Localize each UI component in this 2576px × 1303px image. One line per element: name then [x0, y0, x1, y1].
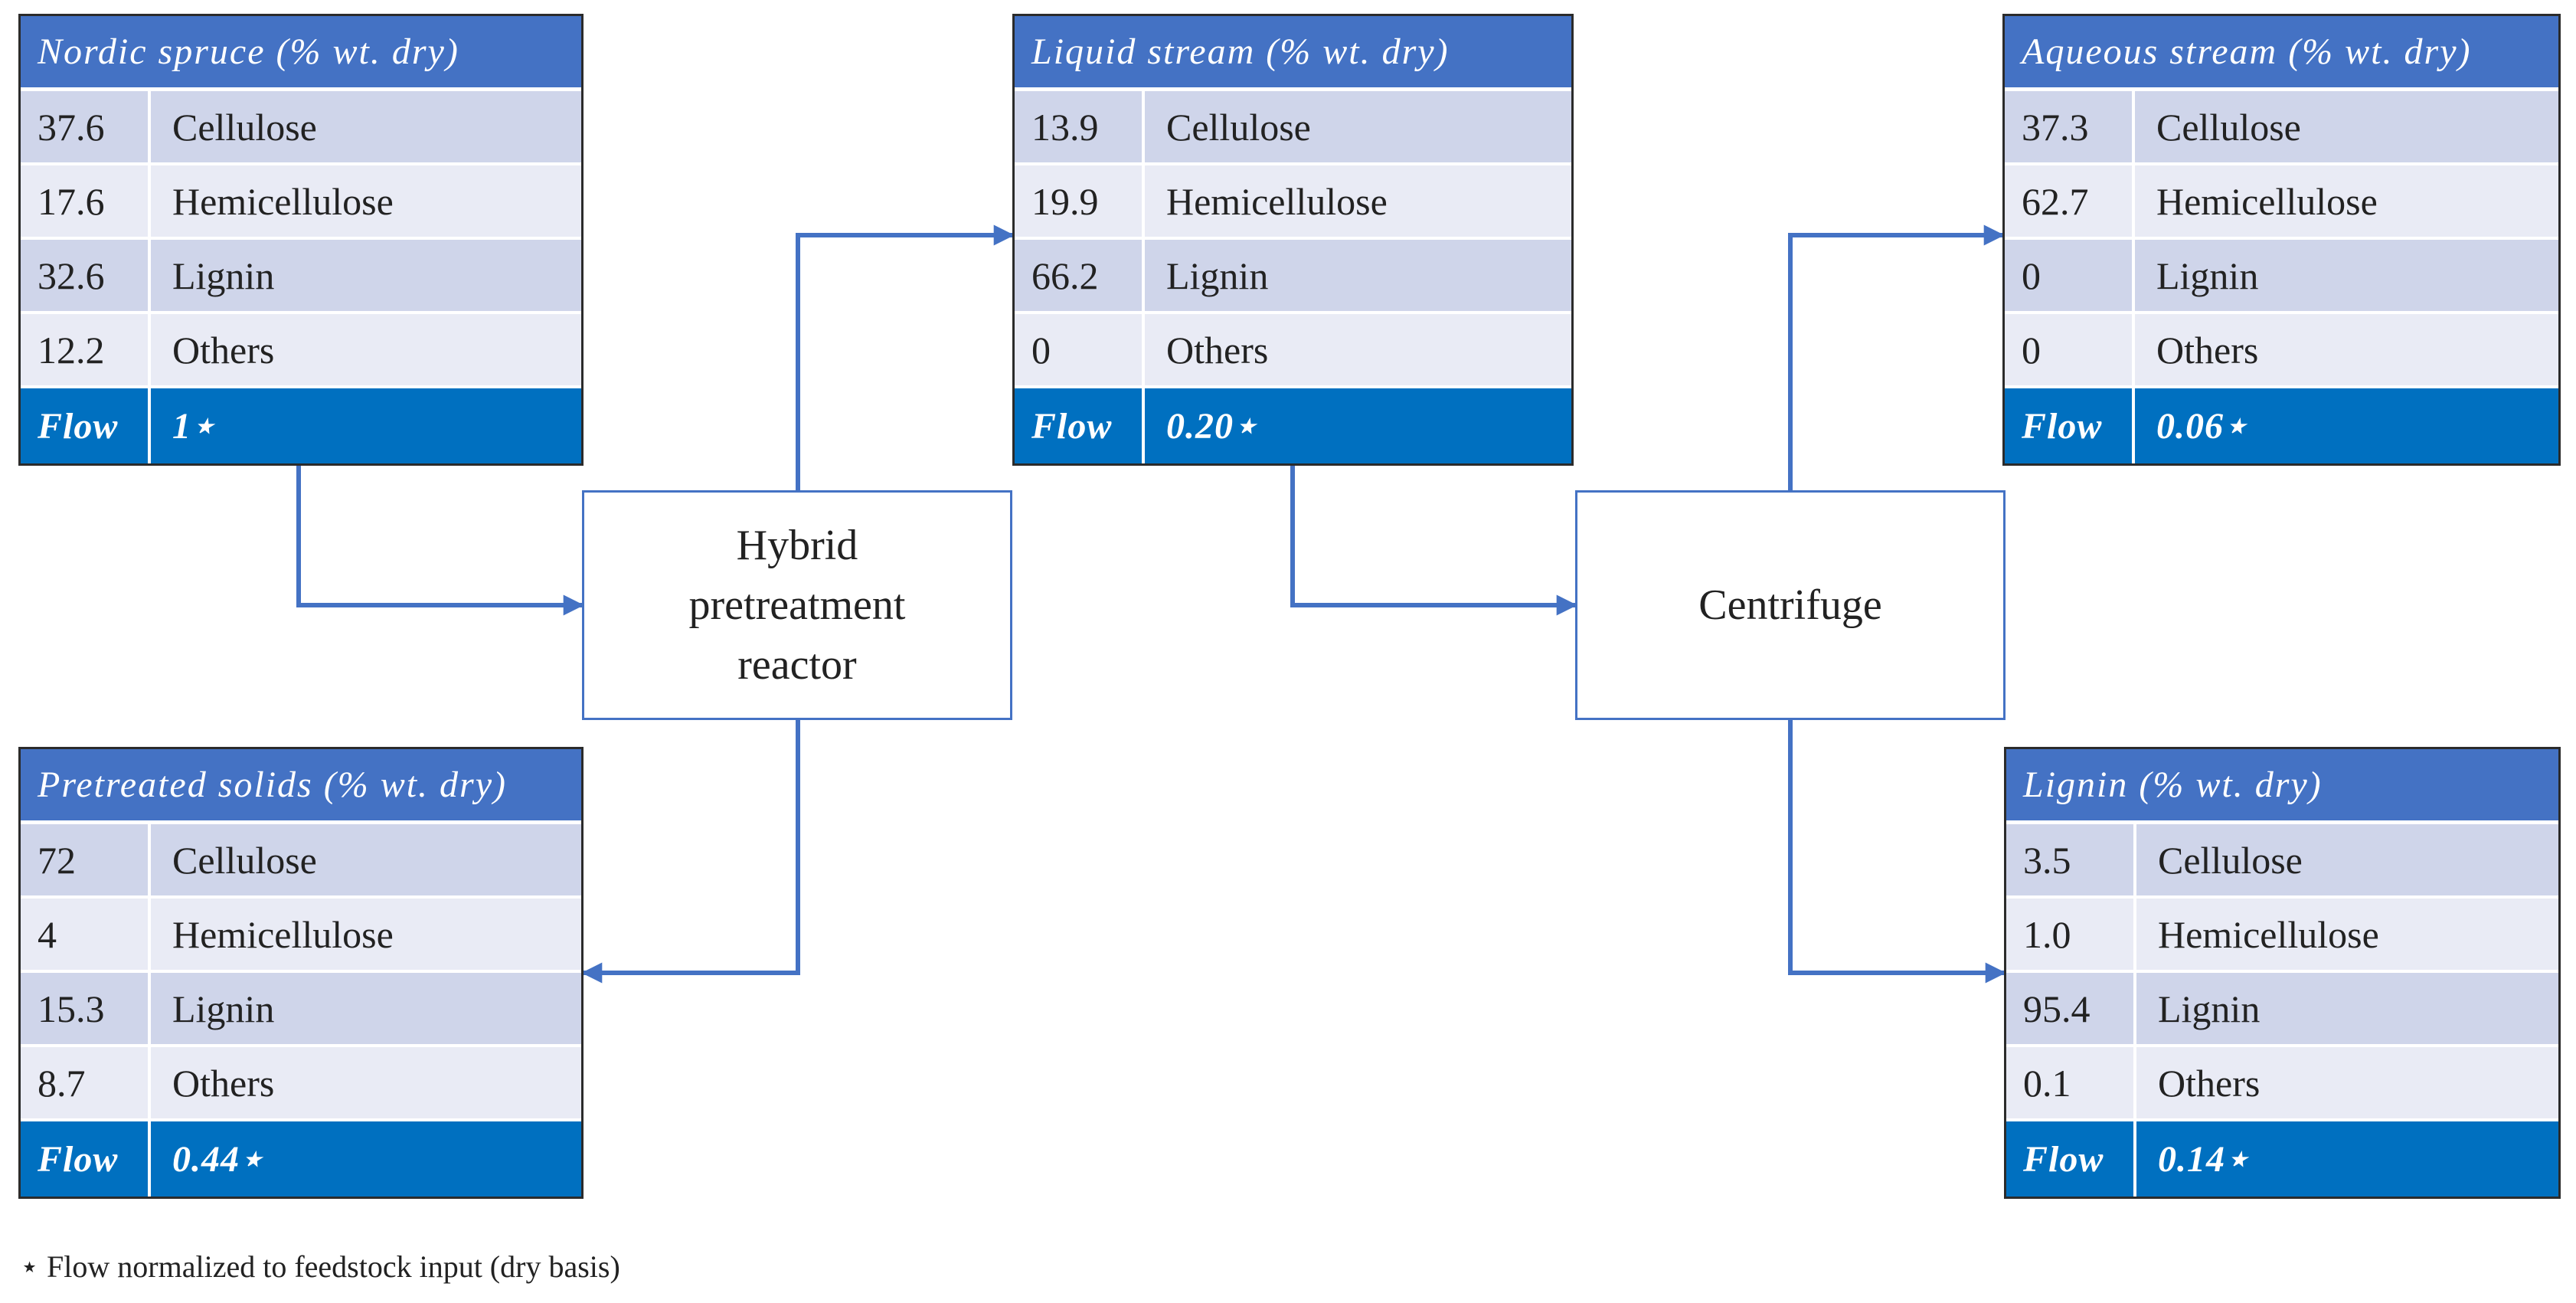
row-value: 72: [21, 824, 151, 895]
flow-row: Flow 0.14⋆: [2006, 1121, 2558, 1197]
row-value: 0: [1015, 314, 1145, 385]
footnote: ⋆ Flow normalized to feedstock input (dr…: [20, 1249, 620, 1284]
row-value: 4: [21, 899, 151, 970]
table-row: 0.1 Others: [2006, 1047, 2558, 1121]
table-row: 0 Lignin: [2005, 240, 2558, 314]
flow-label: Flow: [2006, 1121, 2136, 1197]
row-label: Others: [172, 328, 275, 372]
row-value: 8.7: [21, 1047, 151, 1118]
flow-label: Flow: [2005, 388, 2135, 463]
row-value: 1.0: [2006, 899, 2136, 970]
flow-row: Flow 1⋆: [21, 388, 581, 463]
arrow-reactor-to-solids: [581, 720, 800, 984]
table-row: 17.6 Hemicellulose: [21, 165, 581, 240]
table-pretreated-solids: Pretreated solids (% wt. dry) 72 Cellulos…: [18, 747, 584, 1199]
arrow-liquid-to-centrifuge: [1290, 458, 1577, 616]
table-row: 37.3 Cellulose: [2005, 91, 2558, 165]
table-row: 19.9 Hemicellulose: [1015, 165, 1571, 240]
row-label: Others: [2158, 1061, 2261, 1105]
row-label: Lignin: [2158, 987, 2261, 1030]
row-label: Cellulose: [172, 105, 317, 149]
row-label: Hemicellulose: [172, 179, 394, 223]
row-label: Cellulose: [172, 838, 317, 882]
row-label: Hemicellulose: [1166, 179, 1388, 223]
row-label: Lignin: [2156, 254, 2259, 297]
row-value: 62.7: [2005, 165, 2135, 237]
row-label: Lignin: [1166, 254, 1269, 297]
table-row: 95.4 Lignin: [2006, 973, 2558, 1047]
table-row: 72 Cellulose: [21, 824, 581, 899]
row-label: Others: [172, 1061, 275, 1105]
table-row: 13.9 Cellulose: [1015, 91, 1571, 165]
flow-value: 0.06⋆: [2156, 406, 2248, 447]
row-value: 0: [2005, 314, 2135, 385]
row-label: Cellulose: [2158, 838, 2303, 882]
row-label: Lignin: [172, 987, 275, 1030]
row-value: 3.5: [2006, 824, 2136, 895]
flow-value: 0.44⋆: [172, 1139, 264, 1180]
table-row: 32.6 Lignin: [21, 240, 581, 314]
table-row: 4 Hemicellulose: [21, 899, 581, 973]
centrifuge-label: Centrifuge: [1698, 581, 1882, 629]
centrifuge-box: Centrifuge: [1575, 490, 2006, 720]
row-value: 66.2: [1015, 240, 1145, 311]
row-label: Others: [2156, 328, 2259, 372]
table-title: Lignin (% wt. dry): [2006, 749, 2558, 824]
arrow-centrifuge-to-aqueous: [1788, 224, 2005, 490]
row-value: 0: [2005, 240, 2135, 311]
hybrid-pretreatment-reactor-box: Hybrid pretreatment reactor: [582, 490, 1012, 720]
row-label: Hemicellulose: [172, 912, 394, 956]
row-value: 17.6: [21, 165, 151, 237]
row-value: 15.3: [21, 973, 151, 1044]
table-lignin: Lignin (% wt. dry) 3.5 Cellulose 1.0 Hemic…: [2004, 747, 2561, 1199]
row-value: 95.4: [2006, 973, 2136, 1044]
reactor-label: Hybrid pretreatment reactor: [688, 522, 906, 689]
row-value: 19.9: [1015, 165, 1145, 237]
flow-value: 0.20⋆: [1166, 406, 1258, 447]
row-value: 12.2: [21, 314, 151, 385]
flow-label: Flow: [21, 388, 151, 463]
row-value: 0.1: [2006, 1047, 2136, 1118]
row-value: 32.6: [21, 240, 151, 311]
table-title: Aqueous stream (% wt. dry): [2005, 16, 2558, 91]
row-label: Hemicellulose: [2158, 912, 2379, 956]
table-row: 8.7 Others: [21, 1047, 581, 1121]
flow-label: Flow: [1015, 388, 1145, 463]
row-label: Cellulose: [1166, 105, 1311, 149]
table-row: 1.0 Hemicellulose: [2006, 899, 2558, 973]
table-row: 3.5 Cellulose: [2006, 824, 2558, 899]
table-row: 15.3 Lignin: [21, 973, 581, 1047]
table-row: 0 Others: [1015, 314, 1571, 388]
table-row: 37.6 Cellulose: [21, 91, 581, 165]
arrow-reactor-to-liquid: [796, 224, 1015, 490]
row-value: 13.9: [1015, 91, 1145, 162]
row-value: 37.6: [21, 91, 151, 162]
flow-value: 1⋆: [172, 406, 216, 447]
row-label: Lignin: [172, 254, 275, 297]
table-row: 62.7 Hemicellulose: [2005, 165, 2558, 240]
flow-row: Flow 0.20⋆: [1015, 388, 1571, 463]
row-label: Cellulose: [2156, 105, 2301, 149]
table-title: Nordic spruce (% wt. dry): [21, 16, 581, 91]
arrow-centrifuge-to-lignin: [1788, 720, 2006, 984]
flow-value: 0.14⋆: [2158, 1139, 2250, 1180]
table-title: Pretreated solids (% wt. dry): [21, 749, 581, 824]
row-value: 37.3: [2005, 91, 2135, 162]
table-row: 0 Others: [2005, 314, 2558, 388]
flow-row: Flow 0.06⋆: [2005, 388, 2558, 463]
row-label: Hemicellulose: [2156, 179, 2378, 223]
table-row: 12.2 Others: [21, 314, 581, 388]
table-row: 66.2 Lignin: [1015, 240, 1571, 314]
table-title: Liquid stream (% wt. dry): [1015, 16, 1571, 91]
arrow-spruce-to-reactor: [296, 458, 584, 616]
flow-label: Flow: [21, 1121, 151, 1197]
flow-row: Flow 0.44⋆: [21, 1121, 581, 1197]
row-label: Others: [1166, 328, 1269, 372]
table-aqueous-stream: Aqueous stream (% wt. dry) 37.3 Cellulose…: [2002, 14, 2561, 466]
